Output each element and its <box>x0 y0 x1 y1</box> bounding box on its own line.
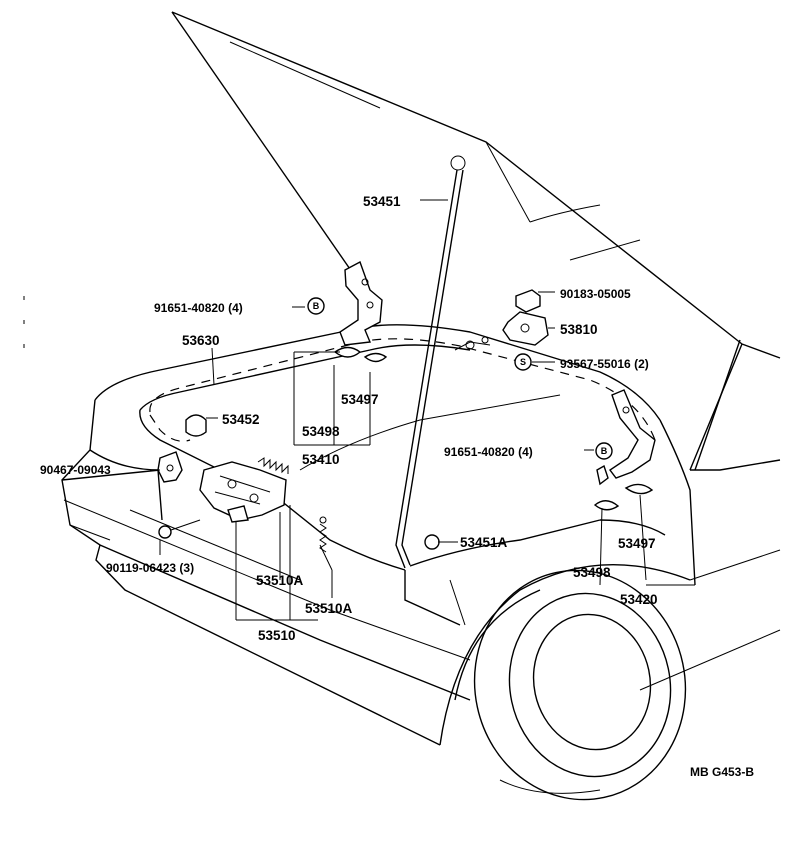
callout-90119: 90119-06423 (3) <box>106 561 194 575</box>
callout-53510a-upper: 53510A <box>256 573 304 588</box>
right-hinge <box>593 389 656 511</box>
callout-53810: 53810 <box>560 322 598 337</box>
figure-code: MB G453-B <box>690 765 754 779</box>
bolt-symbol-label: B <box>601 446 608 456</box>
leader-lines <box>150 199 695 621</box>
callout-53451: 53451 <box>363 194 401 209</box>
callout-91651-right: 91651-40820 (4) <box>444 445 533 459</box>
callout-53420: 53420 <box>620 592 658 607</box>
wheel-assembly <box>439 563 691 801</box>
symbol-bolt-right: B <box>595 442 613 460</box>
trunk-lid <box>171 11 743 471</box>
callout-93567: 93567-55016 (2) <box>560 357 649 371</box>
lock-assembly <box>157 414 440 553</box>
callout-53510a-lower: 53510A <box>305 601 353 616</box>
lid-lock <box>454 289 549 351</box>
callout-53497-right: 53497 <box>618 536 656 551</box>
callout-90183: 90183-05005 <box>560 287 631 301</box>
callout-53510: 53510 <box>258 628 296 643</box>
symbol-bolt-left: B <box>307 297 325 315</box>
support-rod <box>395 155 466 569</box>
callout-labels: 53451 91651-40820 (4) 90183-05005 53810 … <box>40 194 658 643</box>
callout-53451a: 53451A <box>460 535 508 550</box>
callout-91651-left: 91651-40820 (4) <box>154 301 243 315</box>
car-body <box>61 204 781 746</box>
bolt-symbol-label: B <box>313 301 320 311</box>
callout-53498-right: 53498 <box>573 565 611 580</box>
callout-90467: 90467-09043 <box>40 463 111 477</box>
callout-53452: 53452 <box>222 412 260 427</box>
symbol-screw: S <box>514 353 532 371</box>
weather-strip <box>149 338 656 442</box>
callout-53497-left: 53497 <box>341 392 379 407</box>
screw-symbol-label: S <box>520 357 526 367</box>
callout-53498-left: 53498 <box>302 424 340 439</box>
left-hinge <box>333 261 388 363</box>
callout-53410: 53410 <box>302 452 340 467</box>
callout-53630: 53630 <box>182 333 220 348</box>
